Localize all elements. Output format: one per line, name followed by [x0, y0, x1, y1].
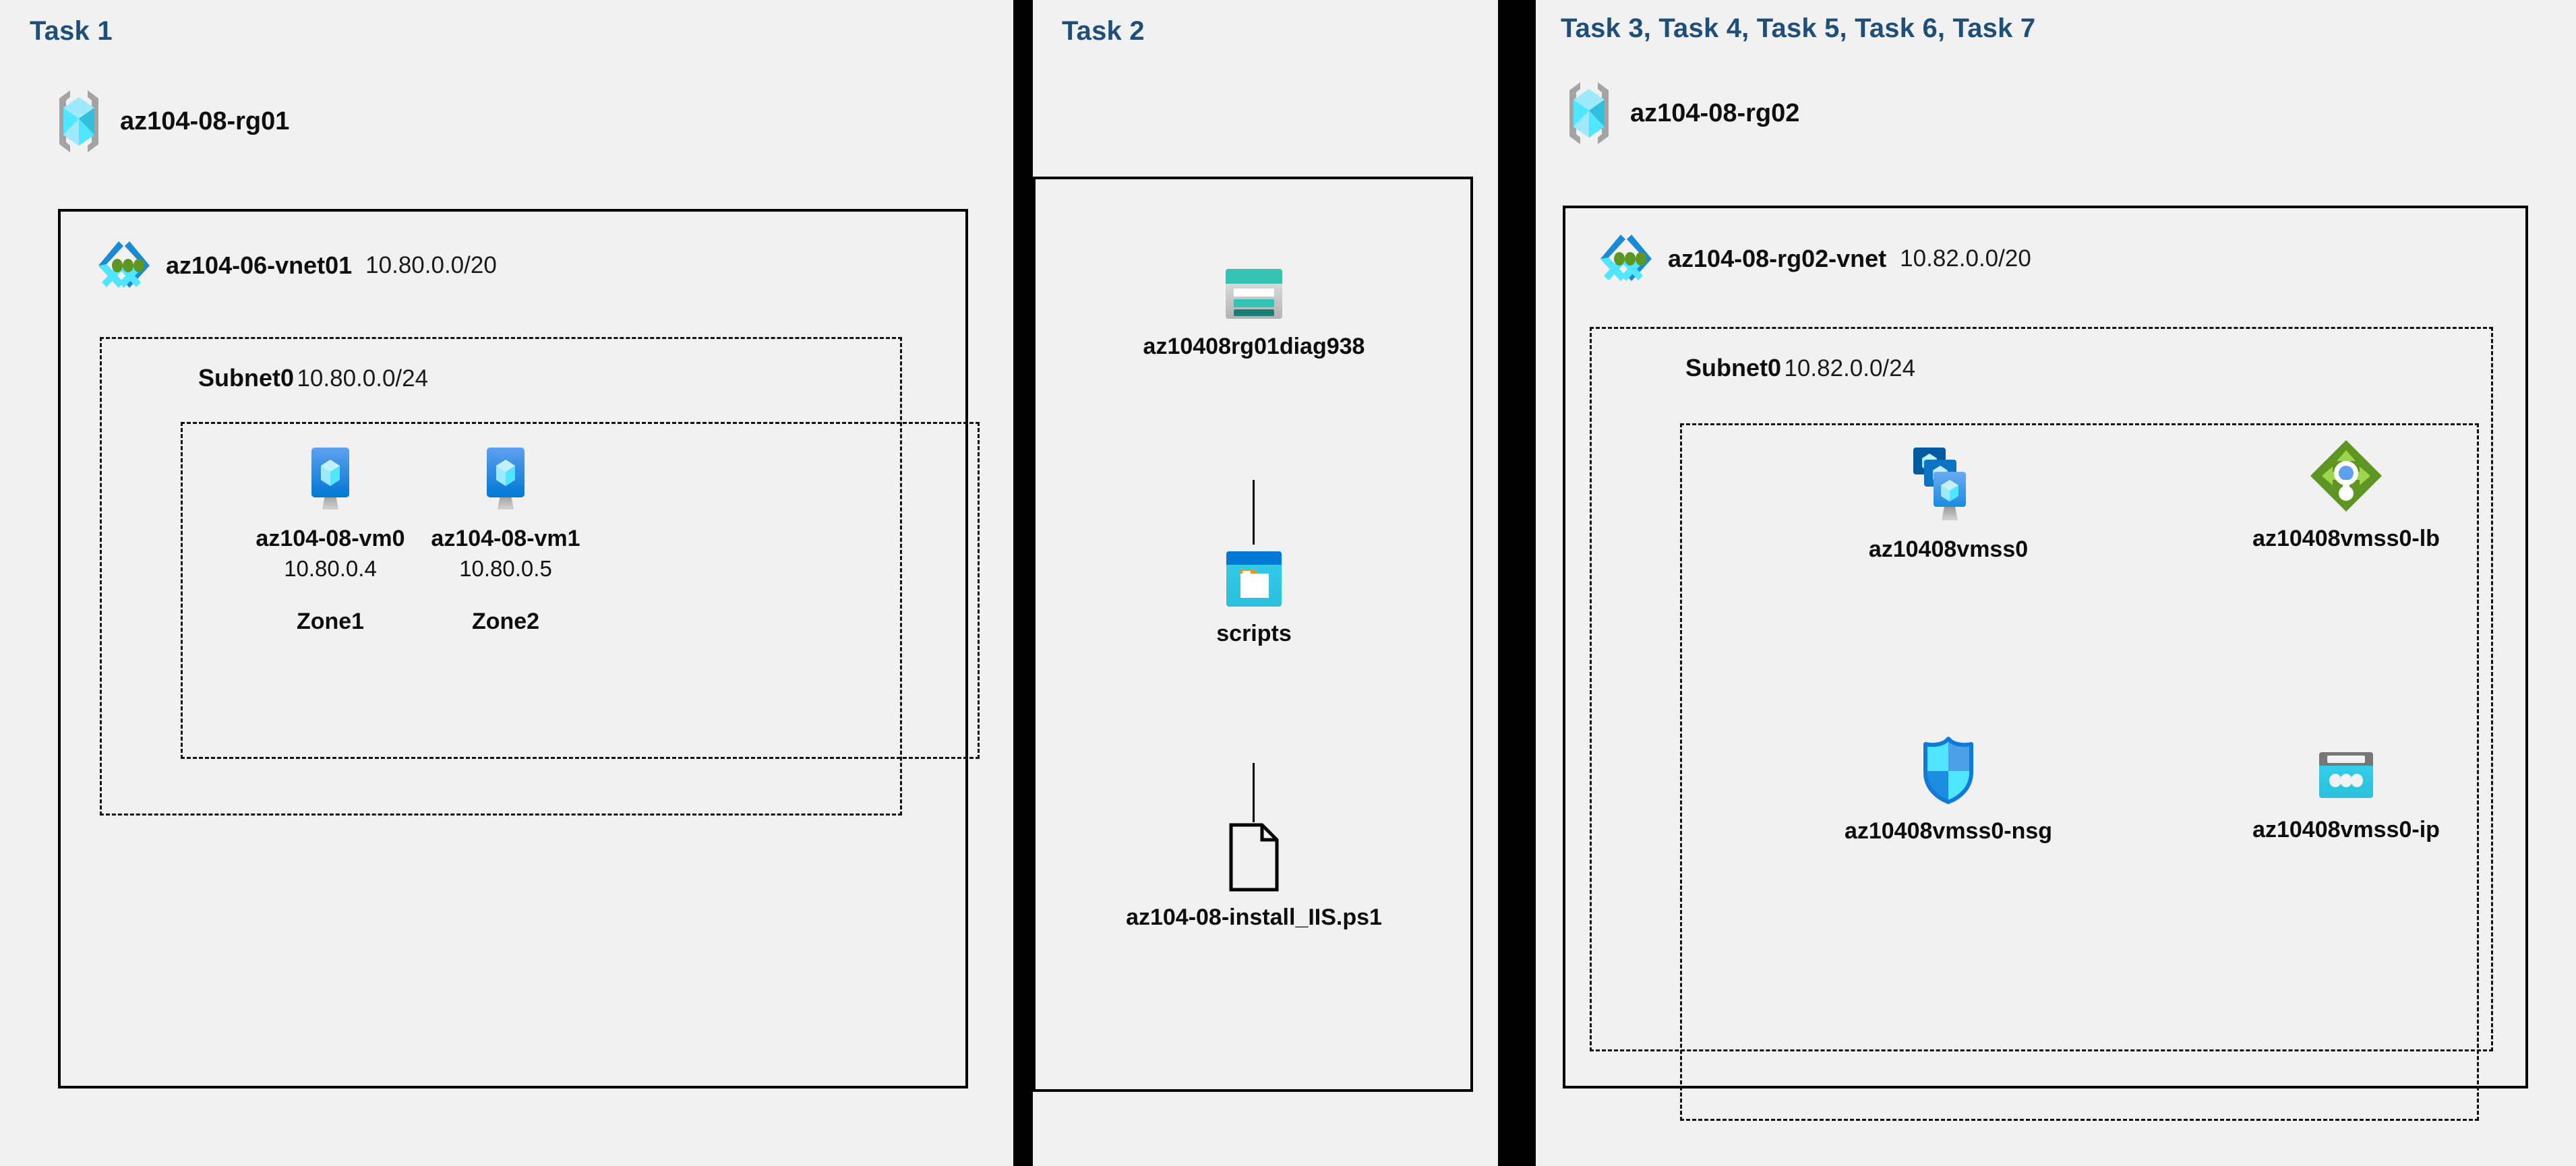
vm-ip: 10.80.0.4	[284, 556, 377, 581]
vnet-container-task3	[1563, 206, 2528, 1088]
connector-storage-to-scripts	[1253, 480, 1255, 545]
storage-account-node[interactable]: az10408rg01diag938	[1139, 266, 1369, 360]
vm-scale-set-icon	[1905, 445, 1991, 524]
storage-account-name: az10408rg01diag938	[1143, 334, 1365, 359]
panel-separator-1	[1013, 0, 1033, 1166]
vnet-cidr: 10.80.0.0/20	[365, 252, 497, 278]
blob-container-icon	[1224, 549, 1284, 609]
storage-container-box	[1033, 177, 1473, 1092]
network-security-group-icon	[1917, 735, 1979, 806]
virtual-network-icon	[96, 237, 152, 294]
subnet-box-task1	[100, 337, 902, 816]
subnet-label-task3: Subnet0 10.82.0.0/24	[1685, 354, 1915, 382]
vm-name: az104-08-vm0	[256, 526, 405, 551]
file-node[interactable]: az104-08-install_IIS.ps1	[1126, 822, 1382, 931]
resource-group-az104-08-rg01[interactable]: az104-08-rg01	[53, 88, 289, 155]
load-balancer-node[interactable]: az10408vmss0-lb	[2218, 438, 2474, 552]
file-name: az104-08-install_IIS.ps1	[1126, 904, 1382, 930]
subnet-name: Subnet0	[198, 364, 295, 392]
vmss-name: az10408vmss0	[1868, 536, 2029, 562]
vnet-name: az104-06-vnet01	[166, 251, 353, 279]
vm-zone: Zone2	[471, 609, 540, 634]
public-ip-node[interactable]: az10408vmss0-ip	[2218, 748, 2474, 843]
panel-separator-2	[1498, 0, 1536, 1166]
vm-node-az104-08-vm1[interactable]: az104-08-vm1 10.80.0.5 Zone2	[405, 445, 607, 635]
task1-title: Task 1	[30, 16, 113, 46]
vm-node-az104-08-vm0[interactable]: az104-08-vm0 10.80.0.4 Zone1	[229, 445, 431, 635]
virtual-machine-icon	[475, 445, 537, 514]
vnet-container-task1	[58, 209, 968, 1088]
resource-group-inner-box-task3	[1680, 423, 2479, 1121]
task3-title: Task 3, Task 4, Task 5, Task 6, Task 7	[1561, 13, 2036, 43]
nsg-name: az10408vmss0-nsg	[1844, 818, 2053, 844]
virtual-network-az104-08-rg02-vnet[interactable]: az104-08-rg02-vnet 10.82.0.0/20	[1598, 231, 2031, 287]
subnet-label-task1: Subnet0 10.80.0.0/24	[198, 364, 428, 392]
connector-scripts-to-file	[1253, 763, 1255, 822]
subnet-cidr: 10.80.0.0/24	[297, 365, 429, 392]
vm-name: az104-08-vm1	[431, 526, 580, 551]
public-ip-name: az10408vmss0-ip	[2252, 817, 2440, 842]
load-balancer-name: az10408vmss0-lb	[2252, 526, 2440, 551]
resource-group-icon	[53, 88, 105, 155]
virtual-network-az104-06-vnet01[interactable]: az104-06-vnet01 10.80.0.0/20	[96, 237, 497, 294]
vmss-node[interactable]: az10408vmss0	[1820, 445, 2076, 563]
availability-zone-box-task1	[181, 422, 980, 759]
vm-zone: Zone1	[296, 609, 365, 634]
task2-title: Task 2	[1062, 16, 1145, 46]
vnet-name: az104-08-rg02-vnet	[1668, 245, 1887, 272]
subnet-box-task3	[1590, 327, 2493, 1051]
virtual-machine-icon	[299, 445, 361, 514]
resource-group-name: az104-08-rg02	[1630, 98, 1800, 127]
public-ip-address-icon	[2315, 748, 2377, 805]
resource-group-icon	[1563, 80, 1615, 147]
load-balancer-icon	[2308, 438, 2384, 514]
vm-ip: 10.80.0.5	[459, 556, 552, 581]
storage-account-icon	[1223, 266, 1285, 321]
blob-container-node[interactable]: scripts	[1139, 549, 1369, 647]
virtual-network-icon	[1598, 231, 1654, 287]
nsg-node[interactable]: az10408vmss0-nsg	[1820, 735, 2076, 845]
subnet-cidr: 10.82.0.0/24	[1784, 355, 1916, 381]
file-icon	[1227, 822, 1281, 892]
resource-group-az104-08-rg02[interactable]: az104-08-rg02	[1563, 80, 1799, 147]
blob-container-name: scripts	[1216, 621, 1292, 646]
resource-group-name: az104-08-rg01	[120, 106, 290, 135]
vnet-cidr: 10.82.0.0/20	[1900, 245, 2031, 272]
subnet-name: Subnet0	[1685, 354, 1782, 381]
